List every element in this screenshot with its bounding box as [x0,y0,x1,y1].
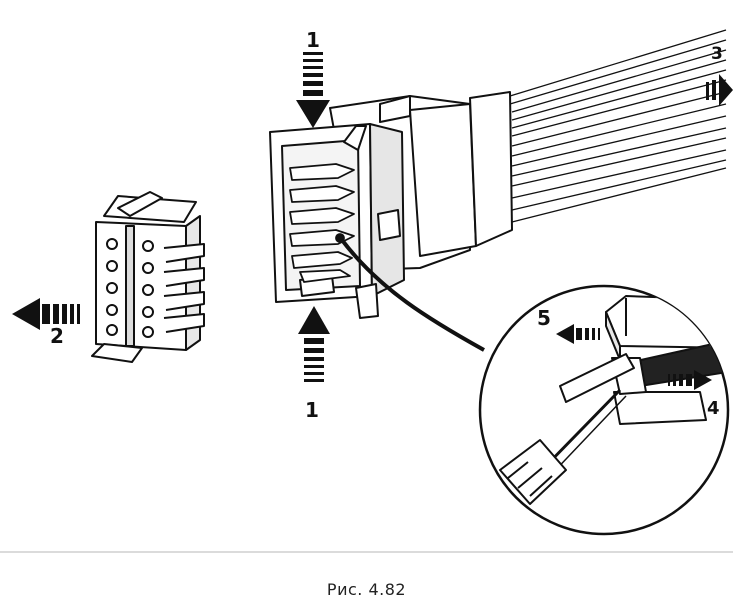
leader-line [340,238,485,352]
callout-top-1: 1 [306,28,320,52]
callout-bottom-1: 1 [305,398,319,422]
callout-wire-3: 3 [711,44,723,64]
contact-retainer [91,191,205,363]
pull-arrow-wires [706,74,733,106]
pull-arrow-inset-right [668,370,712,390]
connector-housing [269,91,513,319]
press-arrow-bottom [298,306,330,382]
wire-bundle [509,29,727,223]
figure-caption: Рис. 4.82 [326,580,407,599]
callout-left-2: 2 [50,324,64,348]
pull-arrow-inset-left [556,324,600,344]
press-arrow-top [296,52,330,128]
detail-inset [478,284,730,536]
callout-inset-5: 5 [537,306,551,330]
pull-arrow-left [12,298,80,330]
connector-pins [289,163,355,283]
callout-inset-4: 4 [707,398,720,419]
